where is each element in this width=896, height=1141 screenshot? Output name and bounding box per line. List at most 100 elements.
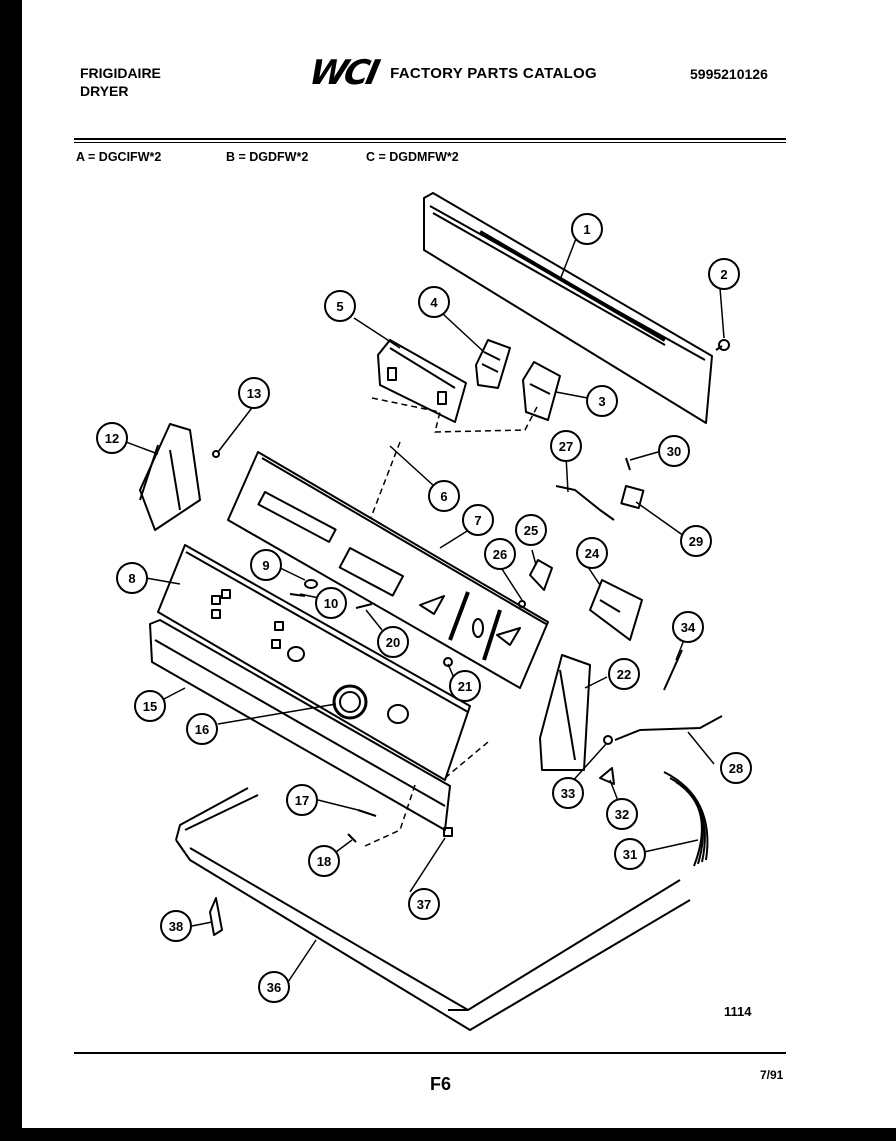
part-screw-17 — [357, 809, 377, 817]
catalog-title: FACTORY PARTS CATALOG — [390, 64, 597, 82]
callout-circle-20 — [377, 626, 409, 658]
callout-number-5: 5 — [336, 299, 343, 314]
part-trim-15 — [149, 619, 451, 831]
callout-circle-28 — [720, 752, 752, 784]
header-rule — [74, 138, 786, 140]
model-c: C = DGDMFW*2 — [366, 150, 459, 164]
callout-circle-3 — [586, 385, 618, 417]
part-screw-2 — [715, 339, 730, 351]
callout-circle-26 — [484, 538, 516, 570]
callout-circle-18 — [308, 845, 340, 877]
callout-number-37: 37 — [417, 897, 431, 912]
callout-number-10: 10 — [324, 596, 338, 611]
callout-number-28: 28 — [729, 761, 743, 776]
part-bracket-12 — [139, 423, 201, 531]
callout-circle-32 — [606, 798, 638, 830]
part-screw-13 — [212, 450, 220, 458]
part-end-cap-22 — [539, 654, 591, 771]
part-fastener-21 — [443, 657, 453, 667]
callout-circle-21 — [449, 670, 481, 702]
callout-number-16: 16 — [195, 722, 209, 737]
callout-number-36: 36 — [267, 980, 281, 995]
part-switch-4 — [475, 339, 511, 389]
callout-number-15: 15 — [143, 699, 157, 714]
callout-circle-8 — [116, 562, 148, 594]
callout-circle-34 — [672, 611, 704, 643]
callout-number-27: 27 — [559, 439, 573, 454]
callout-number-3: 3 — [598, 394, 605, 409]
callout-number-6: 6 — [440, 489, 447, 504]
part-screw-30 — [625, 457, 631, 471]
callout-circle-12 — [96, 422, 128, 454]
callout-number-24: 24 — [585, 546, 600, 561]
callout-circle-38 — [160, 910, 192, 942]
page-code: F6 — [430, 1074, 452, 1094]
callout-circle-16 — [186, 713, 218, 745]
product-type: DRYER — [80, 83, 129, 99]
callout-number-34: 34 — [681, 620, 696, 635]
part-hinge-38 — [209, 897, 223, 936]
callout-number-4: 4 — [430, 295, 438, 310]
callout-circle-7 — [462, 504, 494, 536]
callout-number-29: 29 — [689, 534, 703, 549]
part-screw-34 — [663, 649, 683, 691]
callout-circle-4 — [418, 286, 450, 318]
callout-circle-1 — [571, 213, 603, 245]
brand-name: FRIGIDAIRE — [80, 65, 161, 81]
callout-circle-5 — [324, 290, 356, 322]
footer-rule — [74, 1052, 786, 1054]
catalog-sheet — [22, 0, 896, 1128]
callout-circle-9 — [250, 549, 282, 581]
part-clamp-32 — [599, 767, 615, 785]
callout-number-2: 2 — [720, 267, 727, 282]
part-wire-bundle-31 — [663, 771, 709, 867]
callout-number-38: 38 — [169, 919, 183, 934]
callout-number-13: 13 — [247, 386, 261, 401]
callout-circle-36 — [258, 971, 290, 1003]
callout-circle-22 — [608, 658, 640, 690]
callout-number-17: 17 — [295, 793, 309, 808]
part-control-panel-7 — [227, 451, 549, 689]
callout-circle-29 — [680, 525, 712, 557]
part-clip-37 — [443, 827, 453, 837]
callout-circle-10 — [315, 587, 347, 619]
part-wire-27 — [555, 485, 615, 521]
catalog-header: WCI FACTORY PARTS CATALOG — [306, 53, 597, 93]
part-control-board-5 — [377, 339, 467, 423]
callout-circle-24 — [576, 537, 608, 569]
callout-circle-31 — [614, 838, 646, 870]
part-screw-18 — [347, 833, 357, 843]
callout-circle-17 — [286, 784, 318, 816]
part-fastener-10 — [289, 593, 306, 597]
callout-circle-37 — [408, 888, 440, 920]
callout-number-21: 21 — [458, 679, 472, 694]
callout-number-26: 26 — [493, 547, 507, 562]
part-fastener-9 — [304, 579, 318, 589]
brand-block: FRIGIDAIRE DRYER — [80, 64, 161, 100]
callout-circle-2 — [708, 258, 740, 290]
callout-circle-6 — [428, 480, 460, 512]
part-fastener-20 — [355, 603, 373, 609]
callout-number-12: 12 — [105, 431, 119, 446]
callout-number-30: 30 — [667, 444, 681, 459]
callout-number-31: 31 — [623, 847, 637, 862]
callout-number-1: 1 — [583, 222, 590, 237]
callout-number-22: 22 — [617, 667, 631, 682]
callout-number-7: 7 — [474, 513, 481, 528]
part-top-cover-36 — [175, 787, 691, 1031]
callout-circle-30 — [658, 435, 690, 467]
part-front-console-8 — [157, 544, 471, 781]
part-screw-33 — [603, 735, 613, 745]
callout-number-8: 8 — [128, 571, 135, 586]
part-switch-25 — [529, 559, 553, 591]
callout-circle-13 — [238, 377, 270, 409]
callout-number-33: 33 — [561, 786, 575, 801]
callout-circle-25 — [515, 514, 547, 546]
header-rule-thin — [74, 142, 786, 143]
part-switch-3 — [522, 361, 561, 421]
callout-circle-33 — [552, 777, 584, 809]
model-a: A = DGCIFW*2 — [76, 150, 162, 164]
part-top-rear-panel — [423, 192, 713, 424]
part-knob-16 — [332, 684, 368, 720]
figure-reference-number: 1114 — [724, 1004, 752, 1019]
